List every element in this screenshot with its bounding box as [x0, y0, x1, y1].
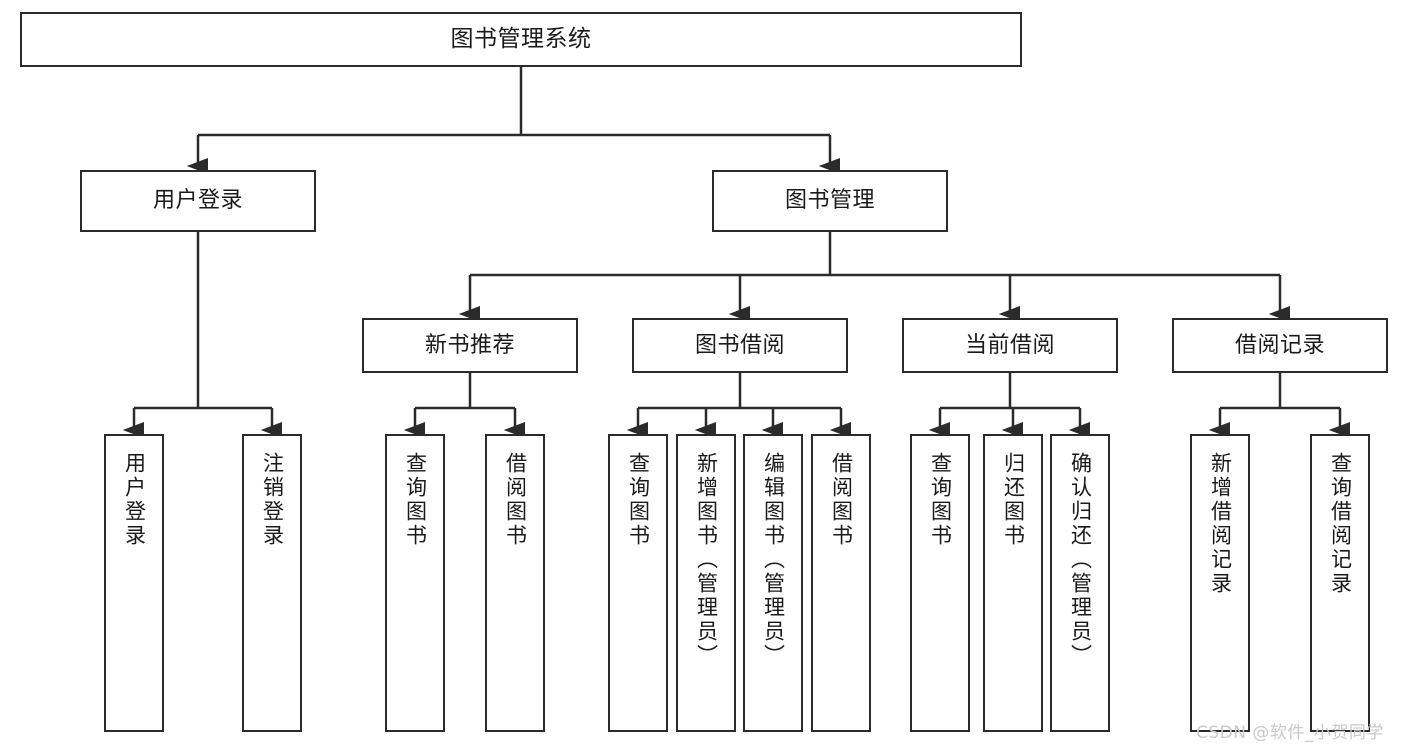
node-leaf-query-book-borrow-label: 查询图书	[626, 452, 651, 548]
node-new-book-recommend-label: 新书推荐	[424, 332, 515, 358]
node-leaf-edit-book-admin-label: 编辑图书（管理员）	[761, 452, 786, 668]
node-leaf-logout-login[interactable]: 注销登录	[242, 434, 302, 732]
node-leaf-query-book-borrow[interactable]: 查询图书	[608, 434, 668, 732]
node-new-book-recommend[interactable]: 新书推荐	[362, 318, 578, 373]
node-book-management-label: 图书管理	[784, 188, 875, 214]
node-leaf-add-borrow-record-label: 新增借阅记录	[1208, 452, 1233, 596]
node-root-title[interactable]: 图书管理系统	[20, 12, 1022, 67]
node-borrow-record-label: 借阅记录	[1234, 332, 1325, 358]
node-leaf-borrow-book-label: 借阅图书	[829, 452, 854, 548]
node-borrow-record[interactable]: 借阅记录	[1172, 318, 1388, 373]
node-current-borrow-label: 当前借阅	[964, 332, 1055, 358]
node-leaf-query-borrow-record[interactable]: 查询借阅记录	[1310, 434, 1370, 732]
node-book-management[interactable]: 图书管理	[712, 170, 948, 232]
node-leaf-edit-book-admin[interactable]: 编辑图书（管理员）	[743, 434, 803, 732]
node-book-borrow-label: 图书借阅	[694, 332, 785, 358]
node-leaf-borrow-book-recommend[interactable]: 借阅图书	[485, 434, 545, 732]
node-leaf-return-book[interactable]: 归还图书	[983, 434, 1043, 732]
node-leaf-add-book-admin-label: 新增图书（管理员）	[694, 452, 719, 668]
node-leaf-add-book-admin[interactable]: 新增图书（管理员）	[676, 434, 736, 732]
node-leaf-borrow-book[interactable]: 借阅图书	[811, 434, 871, 732]
node-leaf-confirm-return-admin-label: 确认归还（管理员）	[1068, 452, 1093, 668]
node-book-borrow[interactable]: 图书借阅	[632, 318, 848, 373]
node-current-borrow[interactable]: 当前借阅	[902, 318, 1118, 373]
node-user-login[interactable]: 用户登录	[80, 170, 316, 232]
node-leaf-add-borrow-record[interactable]: 新增借阅记录	[1190, 434, 1250, 732]
node-leaf-user-login[interactable]: 用户登录	[104, 434, 164, 732]
node-leaf-return-book-label: 归还图书	[1001, 452, 1026, 548]
node-leaf-query-book-current[interactable]: 查询图书	[910, 434, 970, 732]
node-leaf-query-book-recommend-label: 查询图书	[403, 452, 428, 548]
node-leaf-confirm-return-admin[interactable]: 确认归还（管理员）	[1050, 434, 1110, 732]
node-root-title-label: 图书管理系统	[450, 26, 592, 53]
node-leaf-logout-login-label: 注销登录	[260, 452, 285, 548]
node-user-login-label: 用户登录	[152, 188, 243, 214]
node-leaf-borrow-book-recommend-label: 借阅图书	[503, 452, 528, 548]
node-leaf-query-borrow-record-label: 查询借阅记录	[1328, 452, 1353, 596]
node-leaf-query-book-current-label: 查询图书	[928, 452, 953, 548]
node-leaf-query-book-recommend[interactable]: 查询图书	[385, 434, 445, 732]
node-leaf-user-login-label: 用户登录	[122, 452, 147, 548]
